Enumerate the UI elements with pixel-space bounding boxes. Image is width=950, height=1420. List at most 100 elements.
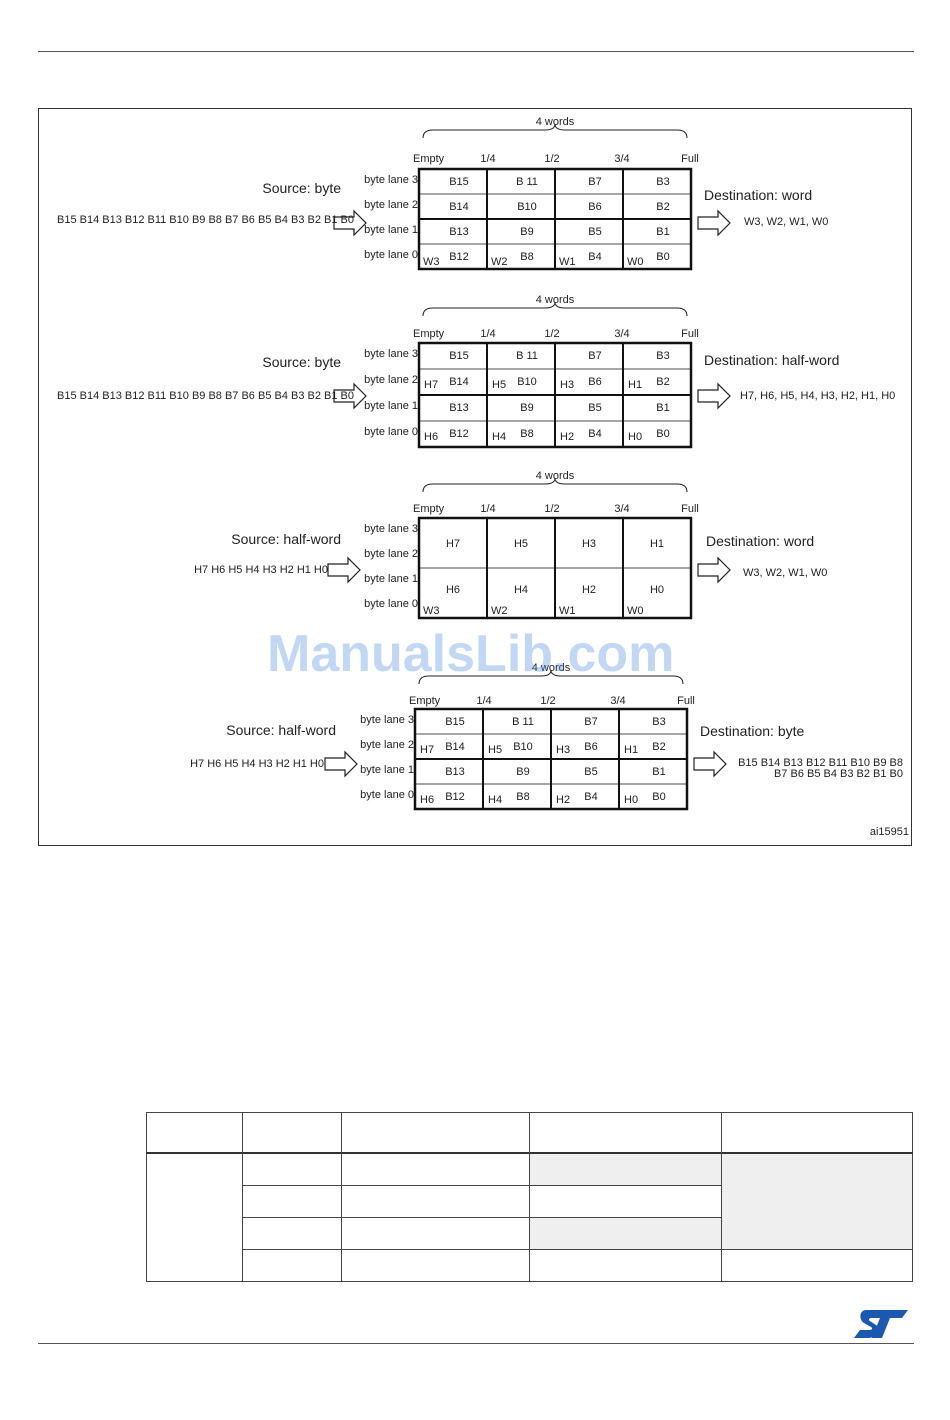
source-arrow	[333, 382, 367, 410]
byte-lane-label: byte lane 3	[364, 348, 418, 360]
header-rule	[38, 51, 914, 52]
byte-lane-label: byte lane 1	[364, 573, 418, 585]
byte-lane-label: byte lane 0	[364, 249, 418, 261]
halfword-tag: H3	[556, 744, 570, 756]
fill-level-label: 1/4	[476, 695, 491, 707]
byte-cell: B15	[449, 176, 469, 188]
byte-cell: B0	[656, 428, 669, 440]
byte-cell: B15	[445, 716, 465, 728]
byte-cell: B 11	[516, 176, 538, 188]
byte-cell: B15	[449, 350, 469, 362]
table-shade-3	[721, 1154, 913, 1249]
table-vline	[721, 1112, 722, 1282]
span-brace	[422, 477, 688, 493]
byte-cell: B3	[656, 176, 669, 188]
byte-cell: B14	[449, 376, 469, 388]
byte-cell: B4	[588, 428, 601, 440]
fill-level-label: Empty	[413, 503, 445, 515]
halfword-tag: H3	[560, 379, 574, 391]
destination-sequence: H7, H6, H5, H4, H3, H2, H1, H0	[740, 390, 895, 402]
word-tag: W2	[491, 256, 508, 268]
byte-cell: B6	[588, 201, 601, 213]
byte-cell: B1	[652, 766, 665, 778]
halfword-tag: H6	[424, 431, 438, 443]
destination-arrow	[697, 382, 731, 410]
halfword-cell: H4	[514, 584, 528, 596]
destination-arrow	[697, 209, 731, 237]
halfword-cell: H5	[514, 538, 528, 550]
halfword-tag: H2	[556, 794, 570, 806]
byte-cell: B0	[652, 791, 665, 803]
byte-cell: B13	[449, 402, 469, 414]
byte-cell: B2	[656, 201, 669, 213]
table-shade-2	[530, 1218, 721, 1249]
halfword-cell: H2	[582, 584, 596, 596]
table-hline	[242, 1249, 913, 1250]
fill-level-label: 1/2	[544, 503, 559, 515]
halfword-tag: H5	[492, 379, 506, 391]
byte-cell: B9	[516, 766, 529, 778]
fill-level-label: Empty	[409, 695, 441, 707]
source-arrow	[324, 750, 358, 778]
halfword-cell: H3	[582, 538, 596, 550]
fill-level-label: 3/4	[610, 695, 625, 707]
byte-cell: B6	[584, 741, 597, 753]
destination-sequence: B7 B6 B5 B4 B3 B2 B1 B0	[774, 768, 903, 780]
byte-cell: B0	[656, 251, 669, 263]
destination-sequence: B15 B14 B13 B12 B11 B10 B9 B8	[738, 757, 903, 769]
byte-cell: B2	[656, 376, 669, 388]
fill-level-label: Full	[681, 503, 699, 515]
table-vline	[242, 1112, 243, 1282]
word-tag: W1	[559, 605, 576, 617]
byte-cell: B7	[588, 350, 601, 362]
destination-title: Destination: word	[704, 187, 812, 203]
span-label: 4 words	[536, 470, 575, 482]
empty-table	[146, 1112, 913, 1282]
byte-cell: B7	[584, 716, 597, 728]
byte-lane-label: byte lane 3	[360, 714, 414, 726]
span-brace	[418, 669, 684, 685]
destination-title: Destination: word	[706, 533, 814, 549]
byte-cell: B10	[513, 741, 533, 753]
destination-title: Destination: half-word	[704, 352, 839, 368]
source-arrow	[333, 209, 367, 237]
fill-level-label: 1/2	[540, 695, 555, 707]
byte-cell: B 11	[512, 716, 534, 728]
fill-level-label: 1/2	[544, 328, 559, 340]
byte-cell: B10	[517, 376, 537, 388]
destination-title: Destination: byte	[700, 723, 804, 739]
halfword-tag: H4	[488, 794, 502, 806]
st-logo	[854, 1310, 908, 1338]
word-tag: W3	[423, 256, 440, 268]
byte-cell: B7	[588, 176, 601, 188]
halfword-tag: H0	[624, 794, 638, 806]
source-title: Source: byte	[262, 180, 341, 196]
halfword-tag: H1	[628, 379, 642, 391]
byte-cell: B8	[516, 791, 529, 803]
table-vline	[529, 1112, 530, 1282]
byte-lane-label: byte lane 2	[360, 739, 414, 751]
fill-level-label: 1/4	[480, 503, 495, 515]
byte-lane-label: byte lane 1	[364, 224, 418, 236]
fill-level-label: 1/4	[480, 328, 495, 340]
fill-level-label: 3/4	[614, 153, 629, 165]
byte-cell: B3	[656, 350, 669, 362]
figure-id: ai15951	[870, 826, 909, 838]
byte-lane-label: byte lane 2	[364, 199, 418, 211]
span-brace	[422, 301, 688, 317]
byte-cell: B12	[449, 251, 469, 263]
byte-lane-label: byte lane 0	[360, 789, 414, 801]
span-label: 4 words	[536, 294, 575, 306]
byte-cell: B2	[652, 741, 665, 753]
halfword-tag: H7	[420, 744, 434, 756]
fill-level-label: Full	[677, 695, 695, 707]
footer-rule	[38, 1343, 914, 1344]
byte-cell: B8	[520, 428, 533, 440]
span-label: 4 words	[532, 662, 571, 674]
byte-lane-label: byte lane 2	[364, 374, 418, 386]
byte-cell: B 11	[516, 350, 538, 362]
word-tag: W1	[559, 256, 576, 268]
watermark: ManualsLib.com	[267, 625, 675, 683]
byte-cell: B9	[520, 402, 533, 414]
